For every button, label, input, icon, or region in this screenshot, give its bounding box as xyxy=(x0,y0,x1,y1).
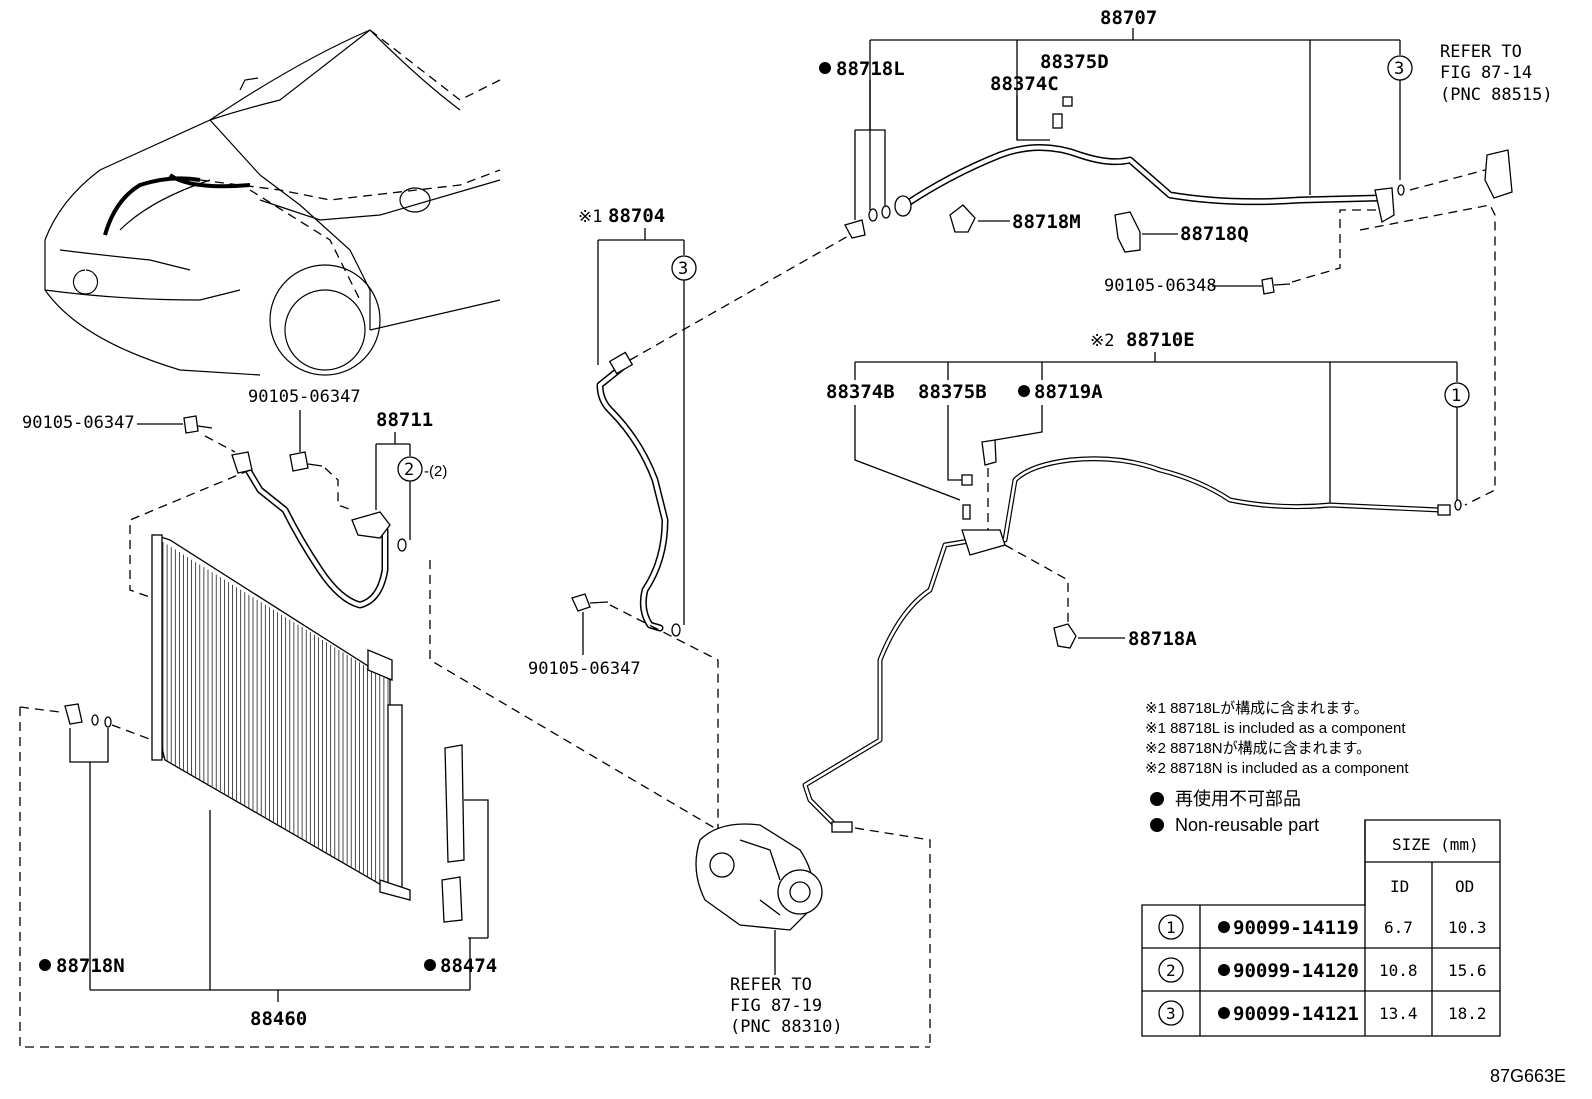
filter-element xyxy=(444,744,465,863)
table-row-3-ring-text: 3 xyxy=(1166,1004,1176,1023)
label-88718A: 88718A xyxy=(1128,628,1197,650)
refer-2-line3: (PNC 88310) xyxy=(730,1017,843,1037)
non-reusable-bullet-88719A xyxy=(1018,385,1030,397)
condenser-88460: 88718N 88474 88460 xyxy=(19,534,930,1048)
circled-3-mid-text: 3 xyxy=(678,259,688,279)
discharge-hose-88711: 90105-06347 90105-06347 88711 2 -(2) xyxy=(22,387,719,831)
table-row-3-ring xyxy=(1158,1000,1184,1026)
note-1-ja: ※1 88718Lが構成に含まれます。 xyxy=(1145,700,1369,717)
table-header-id: ID xyxy=(1390,877,1409,896)
clamp-88718N xyxy=(64,703,83,725)
label-88718Q: 88718Q xyxy=(1180,223,1249,245)
label-88374B: 88374B xyxy=(826,381,895,403)
label-88474: 88474 xyxy=(440,955,497,977)
expansion-valve-ref xyxy=(1484,149,1513,199)
tube-assembly-88710E: ※2 88710E 1 88374B 88375B 88719A 88718A xyxy=(802,329,1470,1045)
vehicle-illustration xyxy=(44,29,501,376)
receiver-tank xyxy=(387,704,403,891)
label-88711-qty: -(2) xyxy=(424,463,447,480)
note-2-en: ※2 88718N is included as a component xyxy=(1145,760,1409,777)
legend-non-reusable-ja: 再使用不可部品 xyxy=(1175,789,1301,809)
table-row-1-ring-text: 1 xyxy=(1166,918,1176,937)
label-88718L: 88718L xyxy=(836,58,905,80)
label-90105-06347-b: 90105-06347 xyxy=(248,387,361,407)
label-88374C: 88374C xyxy=(990,73,1059,95)
note-1-en: ※1 88718L is included as a component xyxy=(1145,720,1406,737)
condenser-core xyxy=(154,534,391,892)
label-88375B: 88375B xyxy=(918,381,987,403)
label-88711: 88711 xyxy=(376,409,433,431)
cap-88375D xyxy=(1062,96,1073,107)
table-row-1-od: 10.3 xyxy=(1448,918,1487,937)
notes-block: ※1 88718Lが構成に含まれます。 ※1 88718L is include… xyxy=(1145,700,1409,835)
refer-1-line3: (PNC 88515) xyxy=(1440,85,1553,105)
label-88704: 88704 xyxy=(608,205,665,227)
bolt-90105-06347-c xyxy=(571,593,591,612)
circled-3-top-text: 3 xyxy=(1394,59,1404,79)
table-row-2-ring-text: 2 xyxy=(1166,961,1176,980)
seal-88719A xyxy=(981,439,997,466)
table-header-od: OD xyxy=(1455,877,1474,896)
label-88718N: 88718N xyxy=(56,955,125,977)
label-88460: 88460 xyxy=(250,1008,307,1030)
valve-88374C xyxy=(1052,113,1063,129)
diagram-code: 87G663E xyxy=(1490,1066,1566,1086)
refer-1-line1: REFER TO xyxy=(1440,42,1522,62)
compressor-reference: REFER TO FIG 87-19 (PNC 88310) xyxy=(695,823,843,1037)
refer-2-line2: FIG 87-19 xyxy=(730,996,822,1016)
o-ring-size-table: SIZE (mm) ID OD 1 90099-14119 6.7 10.3 2… xyxy=(1141,819,1501,1037)
table-row-2-od: 15.6 xyxy=(1448,961,1487,980)
clip-88718M-shape xyxy=(949,204,976,233)
table-row-1-part: 90099-14119 xyxy=(1233,917,1359,939)
table-row-3-id: 13.4 xyxy=(1379,1004,1418,1023)
service-port-block xyxy=(961,529,1006,556)
table-row-1-ring xyxy=(1158,914,1184,940)
label-88710E: 88710E xyxy=(1126,329,1195,351)
table-row-1-id: 6.7 xyxy=(1384,918,1413,937)
table-row-2-part: 90099-14120 xyxy=(1233,960,1359,982)
clip-88718Q-shape xyxy=(1114,211,1141,253)
non-reusable-bullet-88474 xyxy=(424,959,436,971)
bolt-90105-06347-a xyxy=(183,415,199,434)
note-2-ja: ※2 88718Nが構成に含まれます。 xyxy=(1145,740,1371,757)
table-row-2-id: 10.8 xyxy=(1379,961,1418,980)
label-88707: 88707 xyxy=(1100,7,1157,29)
non-reusable-bullet-88718L xyxy=(819,62,831,74)
mark-88704: ※1 xyxy=(578,207,602,227)
label-90105-06347-a: 90105-06347 xyxy=(22,413,135,433)
label-88375D: 88375D xyxy=(1040,51,1109,73)
refer-2-line1: REFER TO xyxy=(730,975,812,995)
table-row-3-od: 18.2 xyxy=(1448,1004,1487,1023)
table-row-2-ring xyxy=(1158,957,1184,983)
clamp-88718L xyxy=(844,219,866,239)
legend-bullet-en xyxy=(1150,818,1164,832)
table-row-3-part: 90099-14121 xyxy=(1233,1003,1359,1025)
legend-bullet-ja xyxy=(1150,792,1164,806)
table-header-size: SIZE (mm) xyxy=(1392,835,1479,854)
label-88719A: 88719A xyxy=(1034,381,1103,403)
cap-88474-shape xyxy=(441,876,463,923)
clamp-88718A xyxy=(1053,623,1077,649)
circled-2-text: 2 xyxy=(404,460,414,480)
hose-assembly-88707: 88707 3 88718L 88375D 88374C 88718M 8871… xyxy=(819,7,1553,506)
label-90105-06347-c: 90105-06347 xyxy=(528,659,641,679)
non-reusable-bullet-88718N xyxy=(39,959,51,971)
hose-assembly-88704: ※1 88704 3 90105-06347 xyxy=(528,205,851,830)
bolt-90105-06347-b xyxy=(289,451,309,472)
refer-1-line2: FIG 87-14 xyxy=(1440,63,1532,83)
mark-88710E: ※2 xyxy=(1090,331,1114,351)
o-ring-top xyxy=(1397,184,1405,196)
circled-1-text: 1 xyxy=(1451,386,1461,406)
label-88718M: 88718M xyxy=(1012,211,1081,233)
label-90105-06348: 90105-06348 xyxy=(1104,276,1217,296)
legend-non-reusable-en: Non-reusable part xyxy=(1175,815,1319,835)
